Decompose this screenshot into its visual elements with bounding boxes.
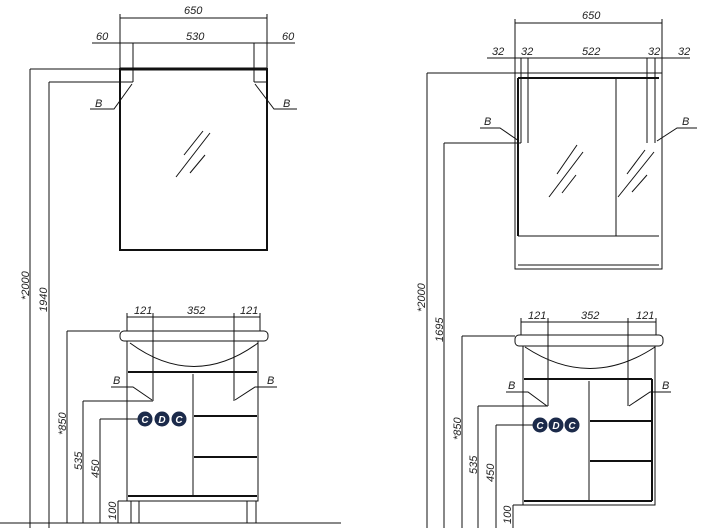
cabinet-frame (514, 72, 663, 270)
dim-vanity-height: *850 (452, 416, 464, 440)
dim-vanity-center: 352 (187, 305, 205, 317)
label-b-right: B (682, 116, 689, 128)
dim-side-left: 60 (96, 31, 109, 43)
marker-c: C (175, 415, 183, 426)
dim-inner: 522 (582, 46, 600, 58)
dim-outer-right: 32 (678, 46, 690, 58)
left-height-dims: *2000 1940 (20, 68, 120, 528)
dim-inner: 530 (186, 31, 205, 43)
countertop (119, 330, 269, 342)
countertop (514, 334, 664, 347)
glass-hatch-icon (548, 144, 584, 198)
dim-vanity-side-left: 121 (528, 310, 546, 322)
dim-outer-left: 32 (492, 46, 504, 58)
dim-vanity-side-left: 121 (134, 305, 152, 317)
basin (129, 342, 259, 367)
left-vanity: 121 352 121 B B *850 535 450 100 C D C (0, 305, 341, 524)
dim-width: 650 (582, 10, 601, 22)
leg (246, 500, 257, 524)
dim-vanity-center: 352 (581, 310, 599, 322)
label-b-left: B (113, 375, 120, 387)
dim-450: 450 (485, 463, 497, 482)
right-vanity: 121 352 121 B B *850 535 450 100 C D C (452, 310, 671, 528)
dim-side-right: 60 (282, 31, 295, 43)
label-b-left: B (508, 380, 515, 392)
marker-d: D (552, 421, 559, 432)
label-b-right: B (267, 375, 274, 387)
dim-vanity-height: *850 (57, 411, 69, 435)
dim-total-height: *2000 (416, 282, 428, 312)
glass-hatch-icon (175, 130, 211, 178)
right-height-dims: *2000 1695 (416, 72, 521, 528)
marker-c: C (536, 421, 544, 432)
cabinet-body (126, 340, 259, 502)
glass-hatch-icon (617, 149, 655, 198)
label-b-left: B (484, 116, 491, 128)
cdc-markers: C D C (137, 411, 187, 427)
leg (130, 500, 140, 524)
dim-legs: 100 (502, 505, 514, 524)
dim-inner-right: 32 (648, 46, 660, 58)
marker-c: C (141, 415, 149, 426)
dim-535: 535 (73, 451, 85, 470)
dim-width: 650 (184, 5, 203, 17)
dim-total-height: *2000 (20, 270, 32, 300)
dim-inner-left: 32 (521, 46, 533, 58)
dim-legs: 100 (107, 501, 119, 520)
right-mirror-cabinet: 650 32 32 522 32 32 B B (480, 10, 697, 270)
dim-vanity-side-right: 121 (240, 305, 258, 317)
left-mirror: 650 60 530 60 B B (90, 5, 297, 251)
label-b-right: B (662, 380, 669, 392)
label-b-right: B (283, 98, 290, 110)
marker-c: C (568, 421, 576, 432)
dim-vanity-side-right: 121 (636, 310, 654, 322)
label-b-left: B (95, 98, 102, 110)
dim-mirror-top: 1940 (38, 287, 50, 312)
dim-450: 450 (90, 459, 102, 478)
mirror-frame (119, 68, 268, 251)
dim-535: 535 (468, 455, 480, 474)
cdc-markers: C D C (532, 417, 580, 433)
basin (524, 346, 656, 369)
dim-mount-height: 1695 (434, 317, 446, 342)
marker-d: D (158, 415, 165, 426)
